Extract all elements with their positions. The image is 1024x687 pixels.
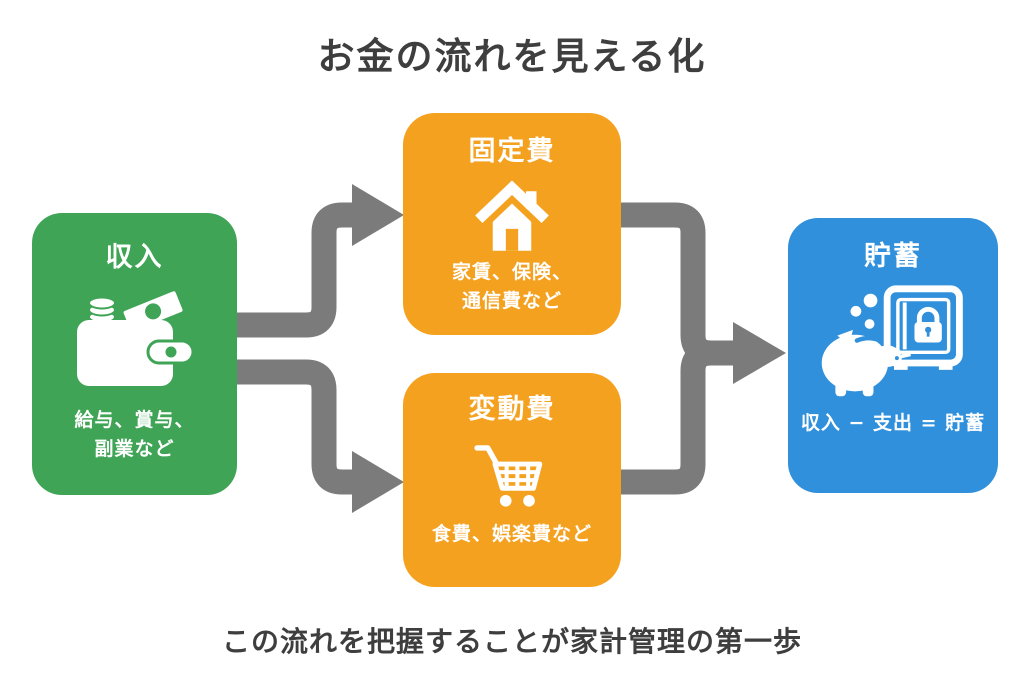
diagram-caption: この流れを把握することが家計管理の第一歩 — [221, 625, 802, 658]
node-income: 収入 給与、賞与、 — [32, 213, 237, 495]
arrow-fixed-to-savings — [621, 202, 737, 366]
wallet-icon — [74, 284, 196, 398]
node-variable-costs-sub: 食費、娯楽費など — [431, 523, 592, 545]
node-savings: 貯蓄 — [788, 218, 998, 493]
node-income-sub: 給与、賞与、 副業など — [74, 409, 195, 460]
node-variable-costs-label: 変動費 — [468, 394, 556, 425]
piggy-bank-safe-icon — [810, 279, 976, 407]
arrowhead-to-savings — [733, 322, 786, 384]
arrow-variable-to-savings — [621, 340, 737, 495]
arrowhead-to-fixed — [352, 184, 404, 246]
node-income-label: 収入 — [105, 242, 164, 273]
arrow-income-to-fixed — [237, 202, 357, 338]
shopping-cart-icon — [467, 430, 557, 516]
node-fixed-costs: 固定費 家賃、保険、 通信費など — [403, 113, 621, 335]
arrowhead-to-variable — [352, 451, 404, 513]
arrow-income-to-variable — [237, 359, 357, 495]
node-savings-sub: 収入 − 支出 = 貯蓄 — [800, 412, 986, 434]
node-variable-costs: 変動費 食費、娯楽費など — [403, 373, 621, 587]
diagram-title: お金の流れを見える化 — [317, 35, 707, 78]
node-fixed-costs-sub: 家賃、保険、 通信費など — [451, 261, 572, 312]
node-fixed-costs-label: 固定費 — [468, 136, 556, 167]
house-icon — [468, 172, 556, 256]
node-savings-label: 貯蓄 — [864, 241, 922, 272]
